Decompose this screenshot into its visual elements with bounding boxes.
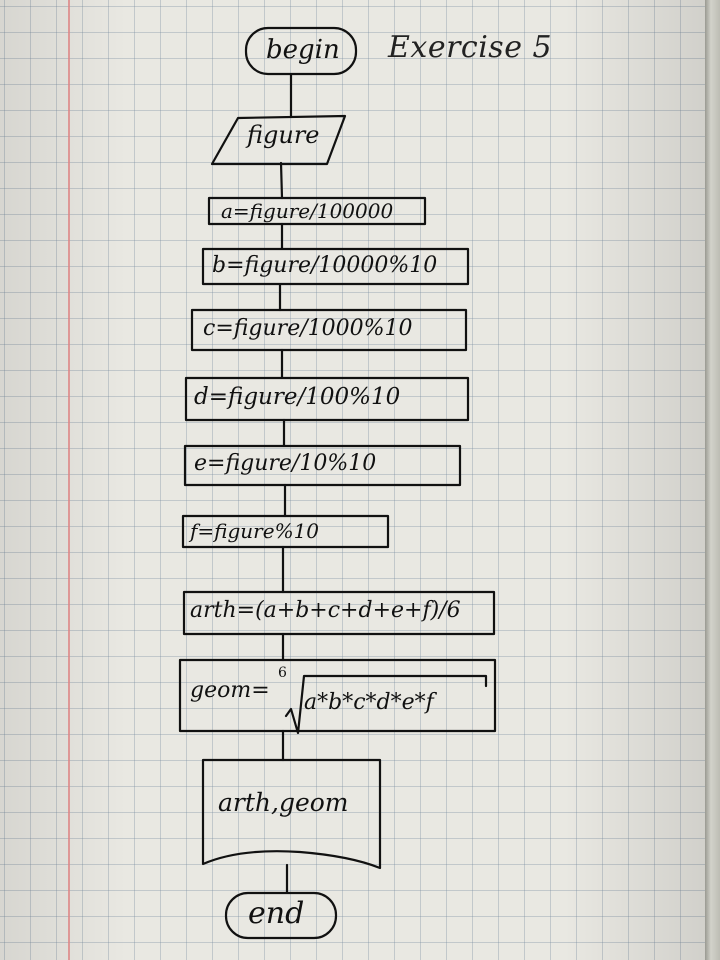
process-box-a	[207, 196, 427, 226]
begin-label: begin	[266, 35, 340, 65]
output-document	[201, 758, 382, 870]
input-parallelogram	[210, 114, 347, 166]
geom-root-index: 6	[278, 665, 287, 681]
radical-sign	[284, 674, 488, 735]
step-d-label: d=figure/100%10	[194, 384, 401, 410]
process-box-e	[183, 444, 462, 487]
process-box-arth	[182, 590, 496, 636]
input-label: figure	[247, 121, 320, 149]
step-arth-label: arth=(a+b+c+d+e+f)/6	[190, 598, 461, 623]
process-box-b	[201, 247, 470, 286]
process-box-d	[184, 376, 470, 422]
notebook-binding	[705, 0, 720, 960]
step-b-label: b=figure/10000%10	[212, 253, 438, 278]
process-box-c	[190, 308, 468, 352]
step-c-label: c=figure/1000%10	[203, 316, 413, 341]
end-label: end	[248, 896, 305, 931]
flow-connectors	[278, 73, 293, 894]
process-box-f	[181, 514, 390, 549]
step-a-label: a=figure/100000	[221, 199, 394, 223]
end-terminator	[224, 891, 338, 940]
output-label: arth,geom	[218, 788, 349, 817]
step-f-label: f=figure%10	[190, 519, 320, 543]
begin-terminator	[244, 26, 358, 76]
process-box-geom	[178, 658, 497, 733]
step-e-label: e=figure/10%10	[194, 451, 377, 476]
margin-line	[68, 0, 70, 960]
geom-radicand-label: a*b*c*d*e*f	[304, 690, 434, 715]
notebook-page	[0, 0, 705, 960]
page-title: Exercise 5	[388, 30, 553, 65]
geom-prefix-label: geom=	[190, 678, 270, 703]
